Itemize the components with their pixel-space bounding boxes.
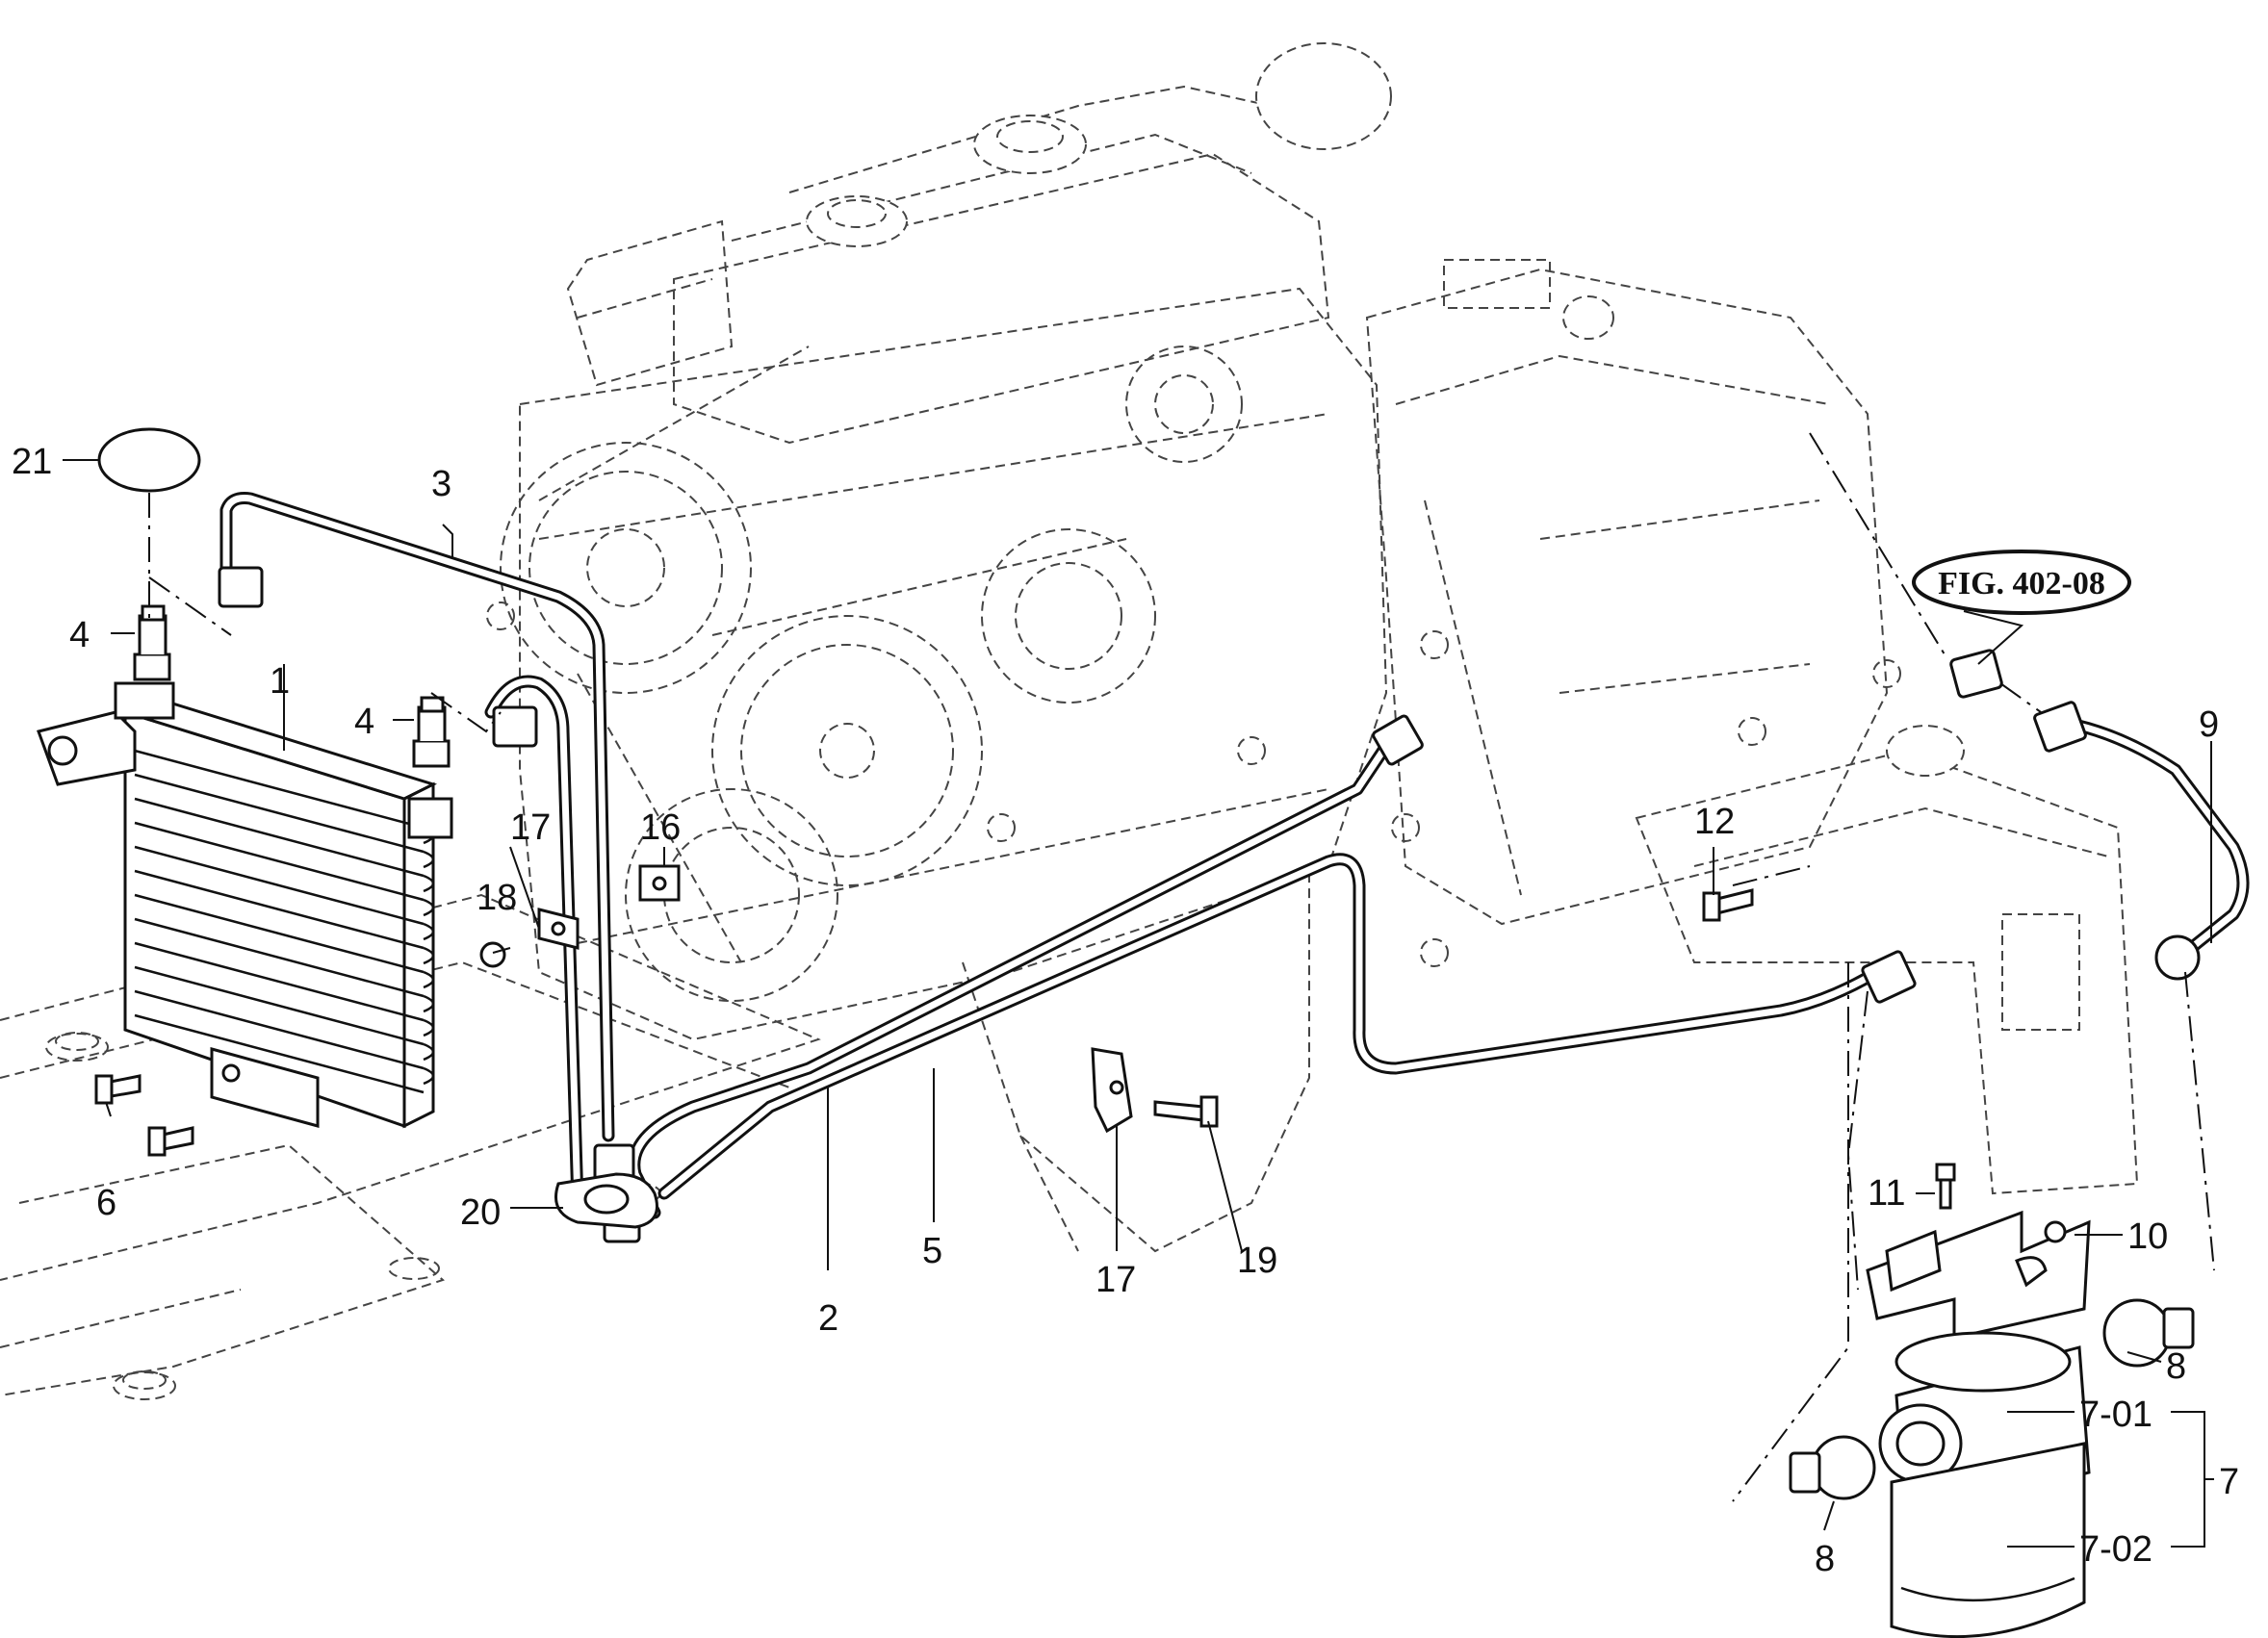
- centre-lines: [148, 432, 2215, 1502]
- callout-7: 7: [2219, 1462, 2239, 1502]
- oil-cooler: [37, 681, 453, 1129]
- callout-17-left: 17: [510, 807, 551, 848]
- engine-phantom-outline: [0, 42, 2139, 1400]
- callout-19: 19: [1237, 1241, 1277, 1281]
- callout-12: 12: [1694, 802, 1735, 842]
- callout-3: 3: [431, 464, 451, 504]
- callout-6: 6: [96, 1183, 116, 1223]
- plug-8-left: [1789, 1435, 1876, 1500]
- plug-8-right: [2102, 1298, 2195, 1368]
- callout-16: 16: [640, 807, 681, 848]
- callout-11: 11: [1868, 1173, 1905, 1214]
- leader-lines: [63, 459, 2214, 1548]
- figure-reference[interactable]: FIG. 402-08: [1912, 550, 2131, 615]
- fitting-4-right: [412, 696, 451, 768]
- bolt-18: [479, 941, 506, 968]
- callout-17-mid: 17: [1095, 1260, 1136, 1300]
- filter-bracket-10: [1866, 1210, 2091, 1340]
- callout-18: 18: [477, 878, 517, 918]
- clamp-17-mid: [1091, 1047, 1133, 1134]
- callout-2: 2: [818, 1298, 838, 1339]
- fitting-4-left: [133, 604, 171, 681]
- oil-filter-7: [1878, 1331, 2091, 1638]
- callout-4-left: 4: [69, 615, 90, 655]
- figure-reference-badge: [1912, 550, 2131, 615]
- callout-4-right: 4: [354, 702, 374, 742]
- plug-21: [97, 427, 201, 493]
- callout-21: 21: [12, 442, 52, 482]
- callout-1: 1: [270, 661, 290, 702]
- bolt-12: [1702, 888, 1754, 922]
- callout-10: 10: [2127, 1216, 2168, 1257]
- figure-reference-label[interactable]: FIG. 402-08: [1938, 566, 2105, 601]
- bolt-11: [1935, 1163, 1956, 1210]
- callout-20: 20: [460, 1192, 501, 1233]
- plate-20: [554, 1172, 658, 1229]
- callout-9: 9: [2199, 704, 2219, 745]
- clamp-16: [638, 864, 681, 902]
- callout-5: 5: [922, 1231, 942, 1271]
- callout-8-right: 8: [2166, 1346, 2186, 1387]
- callouts: 21 4 4 1 3 17 16 18 6 20 2 5 17 19 12 9 …: [12, 442, 2239, 1579]
- bolts-6: [94, 1074, 194, 1157]
- bolt-19: [1153, 1095, 1219, 1128]
- callout-8-left: 8: [1815, 1539, 1835, 1579]
- callout-7-01: 7-01: [2079, 1395, 2152, 1435]
- callout-7-02: 7-02: [2079, 1529, 2152, 1570]
